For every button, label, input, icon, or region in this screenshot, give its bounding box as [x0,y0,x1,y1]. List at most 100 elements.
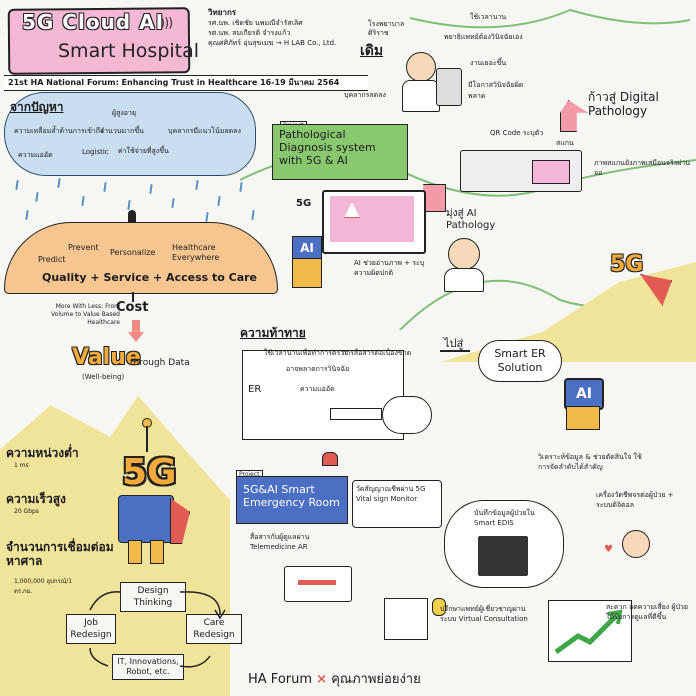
worry-cloud-icon [382,396,432,434]
5g-label: 5G [296,198,312,209]
patient-monitor-note: เครื่องวัดชีพจรต่อผู้ป่วย + ระบบดิจิตอล [596,491,674,509]
problem-item: บุคลากรมีแนวโน้มลดลง [168,127,241,135]
ai-description: AI ช่วยอ่านภาพ + ระบุความผิดปกติ [354,259,425,277]
job-redesign: Job Redesign [66,614,116,644]
it-innovations: IT, Innovations, Robot, etc. [112,654,184,680]
speaker-1: รศ.นพ. เชิดชัย นพมณีจำรัสเลิศ [208,19,303,27]
leads-to-label: ไปสู่ [444,337,464,350]
smart-er-project-box: 5G&AI Smart Emergency Room [236,476,348,524]
speed-value: 20 Gbps [14,508,39,515]
pathology-note: ใช้เวลานาน [470,13,507,21]
footer-left: HA Forum [248,672,313,687]
5g-robot-legs [124,540,166,564]
digital-pathology-label: ก้าวสู่ Digital Pathology [588,90,659,118]
speaker-2: รศ.นพ. สมเกียรติ จำรงแก้ว [208,29,291,37]
pathology-project-box: Pathological Diagnosis system with 5G & … [272,124,408,180]
value-title: Value [72,345,141,370]
vital-sign-monitor [352,480,442,528]
ai-analysis-note: วิเคราะห์ข้อมูล & ช่วยตัดสินใจ ใช้การจัด… [538,453,642,471]
problem-item: Logistic [82,148,109,156]
problems-cloud [4,92,256,176]
pathology-note: บุคลากรลดลง [344,91,386,99]
page-title: 5G Cloud AI [22,10,165,34]
pathology-note: มีโอกาสวินิจฉัยผิดพลาด [468,81,524,100]
er-note: ความแออัด [300,385,335,393]
umbrella-handle-icon [132,292,134,302]
virtual-consult-note: ปรึกษาแพทย์ผู้เชี่ยวชาญผ่านระบบ Virtual … [440,605,528,623]
er-bed-icon [330,408,382,420]
5g-hero: 5G [610,252,644,277]
pathology-note: พยาธิแพทย์ต้องวินิจฉัยเอง [444,33,523,41]
scan-image-note: ภาพสแกนยังภาพเสมือนจริงผ่านจอ [594,159,691,177]
problem-item: จำนวนมากขึ้น [100,127,144,135]
latency-value: 1 ms [14,462,29,469]
patient-icon [622,530,650,558]
umbrella-tip-icon [128,210,136,224]
page-subtitle: Smart Hospital [58,40,200,62]
vital-sign-note: วัดสัญญาณชีพผ่าน 5G Vital sign Monitor [356,485,426,503]
speaker-3: คุณศศิภัทร์ อุ่นสุขเมฆ → H LAB Co., Ltd. [208,39,337,47]
right-arrow-icon [440,350,470,352]
er-note: ใช้เวลานานเพื่อทำการตรวจ [264,349,349,357]
value-wellbeing: (Well-being) [82,373,125,381]
problem-item: ผู้สูงอายุ [112,109,137,117]
challenge-title: ความท้าทาย [240,326,306,340]
signal-waves-icon: ))) [160,16,173,31]
speaker-label: วิทยากร [208,8,237,17]
down-arrow-icon [128,320,144,342]
connections-value: 1,000,000 อุปกรณ์/1 ตร.กม. [14,578,73,595]
problem-item: ค่าใช้จ่ายที่สูงขึ้น [118,147,169,155]
qr-note: QR Code ระบุตัว [490,129,544,137]
telemedicine-note: สื่อสารกับผู้ดูแลผ่าน Telemedicine AR [250,533,310,551]
previous-state-label: เดิม [360,43,384,59]
siren-icon [322,452,338,466]
connections-label: จำนวนการเชื่อมต่อมหาศาล [6,540,114,568]
lightbulb-icon [432,598,446,616]
problem-item: ความแออัด [18,151,53,159]
umbrella-main-text: Quality + Service + Access to Care [42,271,258,284]
microscope-icon [436,68,462,106]
pathology-note: งานเยอะขึ้น [470,59,507,67]
5g-robot-body [118,495,174,543]
er-room-scene [242,350,404,440]
hospital-name: โรงพยาบาลศิริราช [368,20,405,37]
design-thinking: Design Thinking [120,582,186,612]
ai-monitor-screen [330,196,414,242]
value-subtitle: through Data [130,358,190,368]
er-note: อาจพลาดการวินิจฉัย [286,365,350,373]
care-redesign: Care Redesign [186,614,242,644]
footer-separator: × [316,672,328,687]
cost-note: More With Less: From Volume to Value Bas… [51,303,120,326]
ai-robot: AI [292,236,322,260]
doctor-icon [448,238,480,270]
scan-note: สแกน [556,139,574,147]
digital-monitor [532,160,570,184]
heart-icon: ♥ [604,544,613,555]
ai-robot-body [292,258,322,288]
ai-pathology-label: มุ่งสู่ AI Pathology [446,208,496,231]
er-label: ER [248,384,262,395]
antenna-stem [146,426,148,452]
umbrella-personalize: Personalize [110,248,156,257]
consult-screen-icon [384,598,428,640]
problem-item: ความเหลื่อมล้ำด้านการเข้าถึง [14,127,104,135]
server-icon [478,536,528,576]
ai-robot-right: AI [564,378,604,410]
footer-credit: HA Forum × คุณภาพย่อยง่าย [248,668,421,689]
footer-right: คุณภาพย่อยง่าย [331,672,421,687]
smart-er-solution: Smart ER Solution [478,340,562,382]
doctor-coat [444,268,484,292]
latency-label: ความหน่วงต่ำ [6,446,79,460]
er-note: การสื่อสารต่อเนื่องขาด [342,349,412,357]
edis-note: บันทึกข้อมูลผู้ป่วยใน Smart EDIS [474,509,535,527]
speed-label: ความเร็วสูง [6,492,66,506]
cost-label: Cost [116,300,149,315]
umbrella-prevent: Prevent [68,243,99,252]
benefit-note: สะดวก ลดความเสี่ยง ผู้ป่วยได้รับการดูแลท… [606,603,688,621]
ambulance-stripe [298,580,336,585]
ai-robot-right-body [566,406,600,430]
problems-title: จากปัญหา [10,100,64,114]
speaker-list: วิทยากร รศ.นพ. เชิดชัย นพมณีจำรัสเลิศ รศ… [208,8,368,48]
cycle-arrows-icon [89,591,226,668]
growth-arrow-icon [554,609,623,655]
